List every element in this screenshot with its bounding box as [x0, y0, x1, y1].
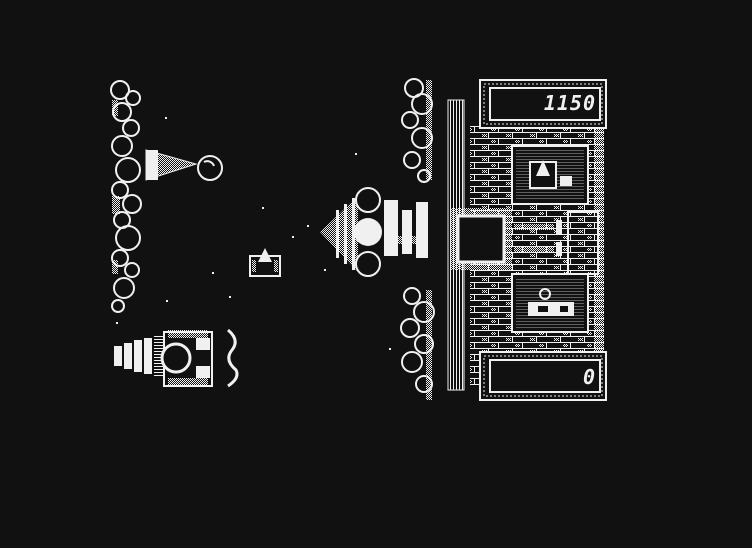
ship-upgrade-icon-2 — [528, 288, 574, 316]
player-ship-icon — [249, 248, 281, 277]
drill-enemy-icon — [320, 187, 428, 277]
enemy-turret-icon — [145, 149, 223, 181]
ship-upgrade-icon-1 — [529, 160, 572, 189]
hud-panel — [446, 79, 607, 401]
launcher-enemy-icon — [114, 328, 239, 388]
lives-readout: 0 — [582, 365, 596, 389]
ammo-indicators — [514, 220, 562, 256]
stars — [116, 117, 391, 350]
left-rock-wall — [110, 80, 142, 370]
score-readout: 1150 — [543, 91, 596, 115]
right-rock-wall — [400, 78, 435, 400]
